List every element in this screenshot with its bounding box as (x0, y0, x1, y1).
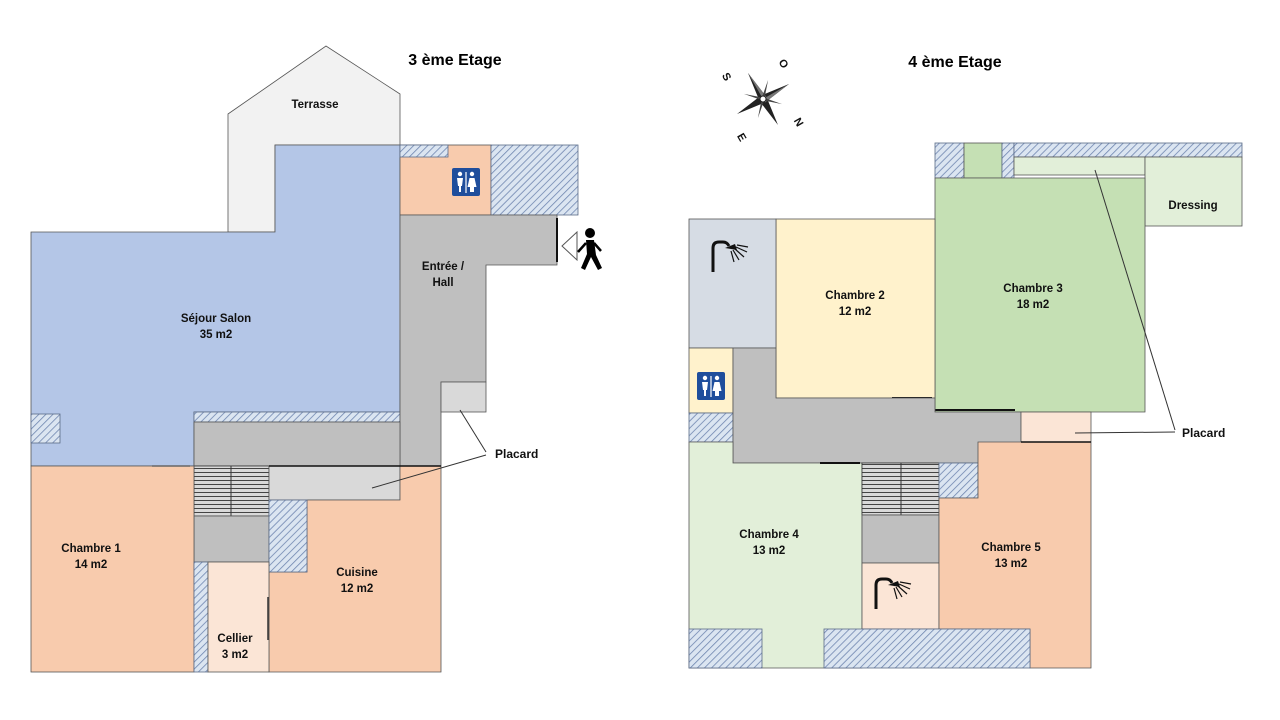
cellier-area: 3 m2 (222, 649, 248, 661)
placard-chambre5 (1020, 411, 1092, 443)
floor4-placard-label: Placard (1182, 426, 1225, 440)
chambre4-name: Chambre 4 (739, 529, 799, 541)
landing-3 (193, 421, 401, 467)
sejour-area: 35 m2 (200, 329, 233, 341)
hatch-top-strip (1013, 142, 1243, 158)
entrance-arrow-icon (561, 230, 578, 262)
entree-line2: Hall (432, 277, 453, 289)
chambre5-room: Chambre 5 13 m2 (938, 441, 1092, 669)
bathroom-4-top (688, 218, 777, 349)
entree-line1: Entrée / (422, 261, 465, 273)
chambre5-name: Chambre 5 (981, 542, 1041, 554)
chambre5-area: 13 m2 (995, 558, 1028, 570)
chambre1-area: 14 m2 (75, 559, 108, 571)
chambre3-room: Chambre 3 18 m2 (934, 177, 1146, 413)
wall-hatch (193, 411, 401, 423)
hatch-stairs (938, 462, 979, 499)
chambre4-area: 13 m2 (753, 545, 786, 557)
cellier-room: Cellier 3 m2 (207, 561, 270, 673)
dressing-room: Dressing (1144, 156, 1243, 227)
terrasse-label: Terrasse (291, 99, 338, 111)
placard4-leader-1 (1094, 169, 1176, 431)
chambre3-nook (963, 142, 1003, 179)
corridor-3 (193, 515, 270, 563)
column-hatch (30, 413, 61, 444)
restroom-icon-4 (697, 372, 725, 400)
restroom-icon (452, 168, 480, 196)
compass-east: E (734, 131, 748, 143)
chambre1-room: Chambre 1 14 m2 (30, 465, 195, 673)
compass-north: N (791, 116, 805, 129)
placard-leader-2 (371, 454, 487, 489)
chambre2-room: Chambre 2 12 m2 (775, 218, 936, 399)
landing-4 (861, 514, 940, 564)
dressing-label: Dressing (1168, 200, 1217, 212)
entree-hall: Entrée / Hall (399, 214, 558, 467)
chambre2-name: Chambre 2 (825, 290, 884, 302)
placard4-leader-2 (1074, 431, 1176, 434)
chambre2-area: 12 m2 (839, 306, 872, 318)
cellier-name: Cellier (217, 633, 253, 645)
compass-south: S (719, 71, 733, 83)
wc-hatch (399, 144, 449, 158)
shaft-hatch (490, 144, 579, 216)
placard-hall (440, 381, 487, 413)
hatch-wc4 (688, 412, 734, 443)
hatch-top-mid (1001, 142, 1015, 179)
compass-west: O (776, 57, 791, 71)
chambre1-name: Chambre 1 (61, 543, 121, 555)
hatch-top-left (934, 142, 965, 179)
walking-person-icon (577, 228, 602, 270)
floor3-title: 3 ème Etage (408, 52, 501, 69)
chambre3-area: 18 m2 (1017, 299, 1050, 311)
hatch-bottom-center (823, 628, 1031, 669)
cuisine-hatch (268, 499, 308, 573)
placard-chambre3 (1013, 156, 1146, 176)
compass-rose-icon: O S N E (719, 57, 805, 143)
sejour-name: Séjour Salon (181, 313, 251, 325)
bathroom-4-bottom (861, 562, 940, 630)
cuisine-name: Cuisine (336, 567, 378, 579)
placard-cuisine (268, 465, 401, 501)
cellier-hatch (193, 561, 209, 673)
floor4-title: 4 ème Etage (908, 54, 1001, 71)
hatch-bottom-left (688, 628, 763, 669)
placard-leader-1 (459, 409, 487, 453)
cuisine-area: 12 m2 (341, 583, 374, 595)
chambre3-name: Chambre 3 (1003, 283, 1062, 295)
floor3-placard-label: Placard (495, 447, 538, 461)
